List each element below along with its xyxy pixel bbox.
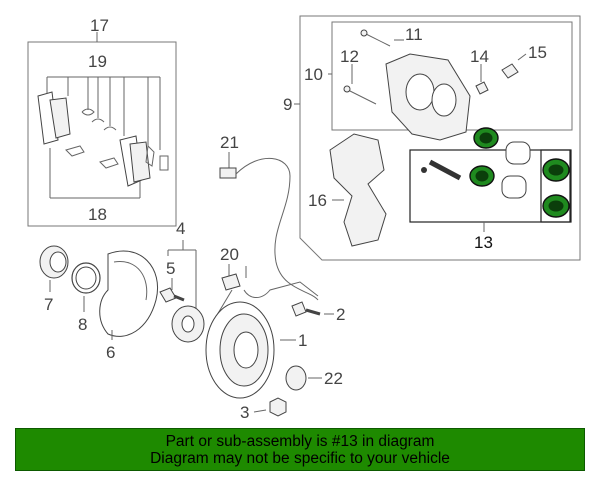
dust-shield: 6 <box>99 250 158 362</box>
hub-nut-22: 22 <box>285 365 343 391</box>
snap-ring: 8 <box>71 262 101 334</box>
callout-2: 2 <box>336 305 345 324</box>
callout-1: 1 <box>298 331 307 350</box>
piston-boot-2 <box>501 175 527 199</box>
callout-14: 14 <box>470 47 489 66</box>
caliper-bracket <box>329 133 387 247</box>
seal-ring-1 <box>473 127 499 149</box>
wheel-bearing: 7 <box>39 245 69 314</box>
hub-bolt-assembly: 4 5 <box>159 219 205 343</box>
callout-16: 16 <box>308 191 327 210</box>
callout-10: 10 <box>304 65 323 84</box>
abs-sensor-harness: 21 <box>219 133 319 301</box>
banner-line-1: Part or sub-assembly is #13 in diagram <box>165 433 435 450</box>
info-banner: Part or sub-assembly is #13 in diagram D… <box>15 428 585 471</box>
lock-nut-3: 3 <box>240 397 287 422</box>
callout-9: 9 <box>283 95 292 114</box>
wheel-speed-sensor: 20 <box>213 245 241 321</box>
callout-6: 6 <box>106 343 115 362</box>
mounting-bolt: 2 <box>291 301 345 324</box>
seal-ring-3 <box>542 158 570 182</box>
caliper-group: 9 10 11 12 14 15 16 13 <box>283 15 581 261</box>
callout-8: 8 <box>78 315 87 334</box>
pad-kit-group: 17 19 18 <box>27 16 177 227</box>
callout-22: 22 <box>324 369 343 388</box>
seal-ring-2 <box>469 165 495 187</box>
callout-15: 15 <box>528 43 547 62</box>
callout-12: 12 <box>340 47 359 66</box>
callout-4: 4 <box>176 219 185 238</box>
callout-20: 20 <box>220 245 239 264</box>
callout-7: 7 <box>44 295 53 314</box>
seal-ring-4 <box>542 194 570 218</box>
piston-boot-1 <box>505 141 531 165</box>
callout-5: 5 <box>166 259 175 278</box>
callout-3: 3 <box>240 403 249 422</box>
brake-rotor: 1 <box>205 301 307 399</box>
callout-19: 19 <box>88 52 107 71</box>
callout-21: 21 <box>220 133 239 152</box>
banner-line-2: Diagram may not be specific to your vehi… <box>150 450 450 467</box>
callout-18: 18 <box>88 205 107 224</box>
callout-17: 17 <box>90 16 109 35</box>
callout-11: 11 <box>405 25 423 44</box>
callout-13: 13 <box>474 233 493 252</box>
